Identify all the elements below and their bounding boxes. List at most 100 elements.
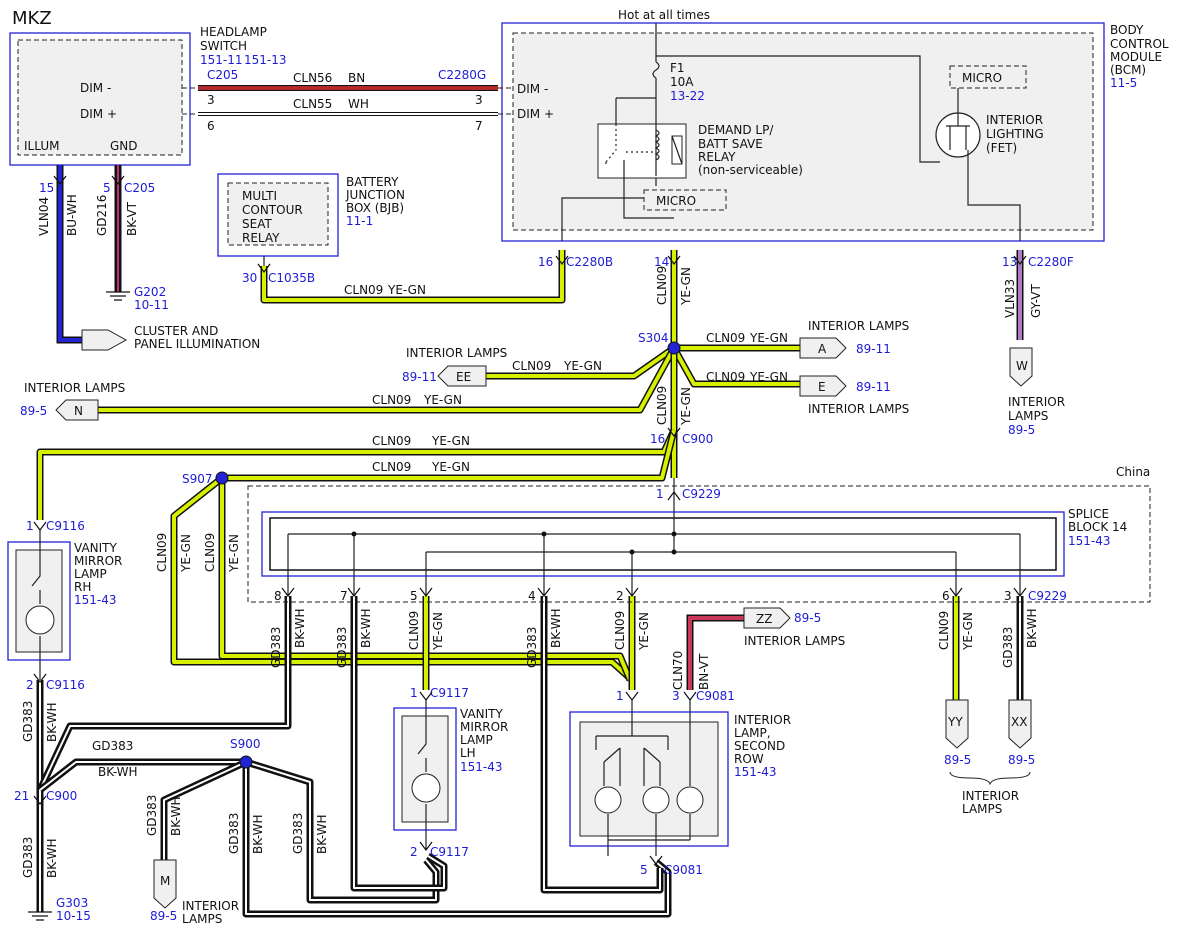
junction-5 (671, 549, 677, 555)
bcm-name-1: BODY (1110, 23, 1144, 37)
tag-m-ref: 89-5 (150, 909, 177, 923)
second-row-name-1: INTERIOR (734, 713, 791, 727)
tag-ee-desc: INTERIOR LAMPS (406, 346, 507, 360)
splice-name-2: BLOCK 14 (1068, 520, 1127, 534)
pin-30: 30 (242, 271, 257, 285)
vanity-rh-bulb (25, 605, 55, 635)
pin-2-c9117: 2 (410, 845, 418, 859)
wl-cln09-2: CLN09 (706, 331, 745, 345)
wl-cln09-11: CLN09 (203, 533, 217, 572)
wl-yegn-10: YE-GN (179, 534, 193, 573)
splice-name-1: SPLICE (1068, 507, 1109, 521)
vanity-rh-name-3: LAMP (74, 567, 107, 581)
junction-3 (629, 549, 635, 555)
conn-c2280b: C2280B (566, 255, 613, 269)
headlamp-illum: ILLUM (24, 139, 59, 153)
bjb-relay-4: RELAY (242, 231, 280, 245)
relay-text-3: RELAY (698, 150, 736, 164)
conn-c205-top: C205 (207, 68, 238, 82)
tag-zz-desc: INTERIOR LAMPS (744, 634, 845, 648)
tag-xx-ref: 89-5 (1008, 753, 1035, 767)
wl-gd383-7: GD383 (21, 837, 35, 878)
vanity-rh-inner (15, 549, 63, 653)
wire-bkvt-label: BK-VT (125, 201, 139, 236)
pin-3-c9081: 3 (672, 689, 680, 703)
splice-ref: 151-43 (1068, 534, 1111, 548)
yy-xx-brace (949, 771, 1031, 786)
wire-vln04 (58, 165, 82, 342)
vanity-lh-ref: 151-43 (460, 760, 503, 774)
bcm-dim-plus: DIM + (517, 107, 554, 121)
w-interior-1: INTERIOR (1008, 395, 1065, 409)
wl-yegn-3: YE-GN (749, 370, 788, 384)
splice-block-box (261, 511, 1065, 577)
pin-6-splice: 6 (942, 589, 950, 603)
wl-gd383-8: GD383 (145, 795, 159, 836)
relay-text-2: BATT SAVE (698, 137, 763, 151)
tag-yy (945, 699, 969, 749)
tag-xx-label: XX (1011, 715, 1027, 729)
tag-m (153, 859, 177, 909)
wire-bk-wh-7 (353, 596, 445, 889)
wire-bk-wh-8 (543, 596, 661, 891)
second-row-bulb-3 (676, 786, 704, 814)
vanity-rh-circuit (31, 530, 41, 680)
wire-ye-gn-11 (220, 478, 632, 681)
pin-1-c9116: 1 (26, 519, 34, 533)
ground-g303-ref: 10-15 (56, 909, 91, 923)
fet-text-3: (FET) (986, 141, 1017, 155)
relay-text-1: DEMAND LP/ (698, 123, 774, 137)
second-row-name-4: ROW (734, 752, 764, 766)
wl-cln09-13: CLN09 (613, 611, 627, 650)
pin-3-splice: 3 (1004, 589, 1012, 603)
connector-arrows (33, 175, 1027, 865)
ye-gn-network (36, 250, 960, 700)
second-row-name-3: SECOND (734, 739, 785, 753)
bcm-dim-minus: DIM - (517, 82, 548, 96)
wl-yegn-5: YE-GN (423, 393, 462, 407)
wire-ye-gn-4 (672, 347, 800, 386)
wl-gd383-9: GD383 (227, 813, 241, 854)
splice-s900-label: S900 (230, 737, 261, 751)
pin-16-bcm: 16 (538, 255, 553, 269)
wire-ye-gn-1 (262, 250, 564, 302)
headlamp-ref-2: 151-13 (244, 53, 287, 67)
wl-gd383-1: GD383 (269, 627, 283, 668)
tag-e-label: E (818, 380, 826, 394)
wl-bkwh-3: BK-WH (549, 608, 563, 648)
vanity-lh-name-1: VANITY (460, 707, 503, 721)
cluster-connector-tag (81, 329, 128, 351)
tag-zz (743, 607, 791, 629)
wl-bkwh-2: BK-WH (359, 608, 373, 648)
yy-xx-desc-2: LAMPS (962, 802, 1002, 816)
wl-gd383-10: GD383 (291, 813, 305, 854)
tag-n (55, 399, 99, 421)
relay-text-4: (non-serviceable) (698, 163, 803, 177)
wl-cln09-8: CLN09 (372, 434, 411, 448)
wl-yegn-6: YE-GN (387, 283, 426, 297)
second-row-ref: 151-43 (734, 765, 777, 779)
micro-box-2 (949, 65, 1027, 89)
wire-cln55-label: CLN55 (293, 97, 332, 111)
splice-s907 (215, 471, 229, 485)
wire-vln04-label: VLN04 (37, 197, 51, 236)
tag-a-ref: 89-11 (856, 342, 891, 356)
wl-gd383-4: GD383 (1001, 627, 1015, 668)
vanity-rh-name-4: RH (74, 580, 91, 594)
wl-yegn-8: YE-GN (431, 434, 470, 448)
tag-ee-ref: 89-11 (402, 370, 437, 384)
headlamp-switch-box (9, 32, 191, 166)
pin-3-left: 3 (207, 93, 215, 107)
pin-1-c9117: 1 (410, 686, 418, 700)
wl-bkwh-8: BK-WH (169, 796, 183, 836)
wire-cln56-label: CLN56 (293, 71, 332, 85)
conn-c9229-bottom: C9229 (1028, 589, 1067, 603)
second-row-box (569, 711, 729, 847)
splice-block-inner (269, 517, 1057, 571)
wire-buwh-label: BU-WH (65, 194, 79, 236)
tag-w-label: W (1016, 359, 1028, 373)
tag-zz-label: ZZ (756, 612, 772, 626)
tag-ee-label: EE (456, 370, 471, 384)
headlamp-name-2: SWITCH (200, 39, 247, 53)
pin-4: 4 (528, 589, 536, 603)
